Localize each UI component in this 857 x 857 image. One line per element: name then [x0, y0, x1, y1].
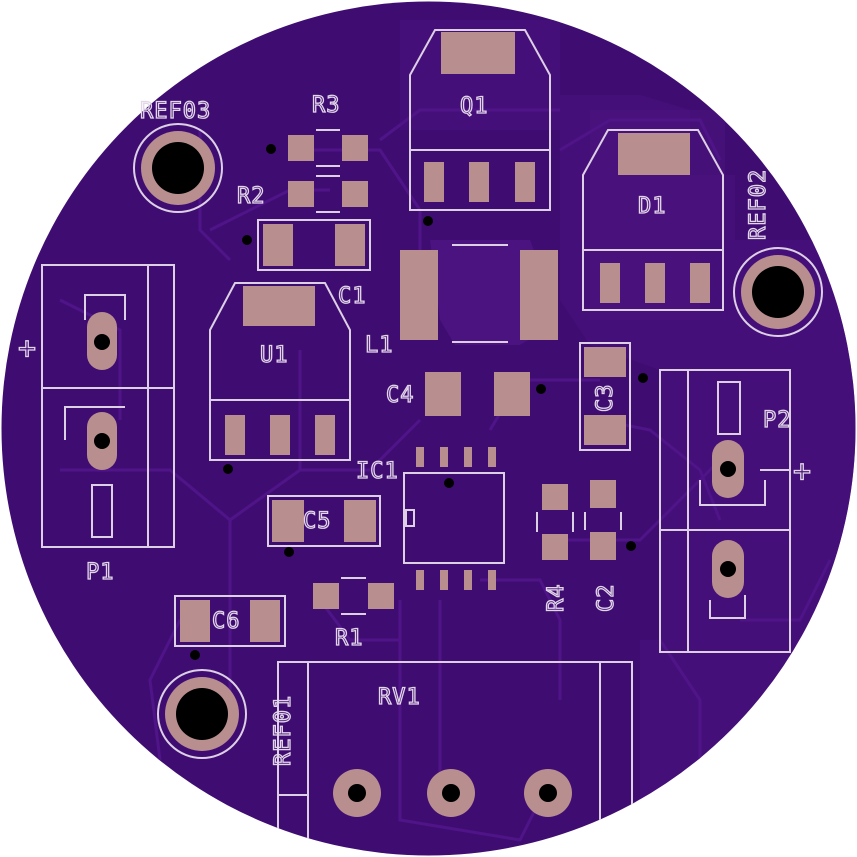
label-l1: L1 — [365, 333, 394, 358]
resistor-r3 — [266, 129, 368, 167]
label-u1: U1 — [260, 343, 289, 368]
label-c5: C5 — [303, 509, 332, 534]
label-c3: C3 — [593, 384, 618, 413]
mounting-hole-ref03 — [133, 123, 223, 213]
resistor-r1 — [313, 577, 394, 615]
connector-p2 — [659, 369, 791, 653]
label-ref01: REF01 — [271, 695, 296, 766]
capacitor-c5 — [267, 495, 381, 557]
potentiometer-rv1 — [277, 661, 633, 856]
label-plus-left: + — [18, 331, 37, 366]
label-r2: R2 — [237, 184, 266, 209]
label-ref02: REF02 — [746, 169, 771, 240]
label-ref03: REF03 — [140, 99, 211, 124]
resistor-r4 — [536, 484, 574, 560]
label-c4: C4 — [386, 383, 415, 408]
label-rv1: RV1 — [378, 685, 421, 710]
mounting-hole-ref01 — [157, 669, 247, 759]
label-p1: P1 — [86, 560, 115, 585]
label-r4: R4 — [544, 584, 569, 613]
ic-ic1 — [403, 447, 505, 590]
label-ic1: IC1 — [356, 459, 399, 484]
regulator-u1 — [209, 282, 351, 474]
label-c1: C1 — [338, 284, 367, 309]
capacitor-c4 — [425, 372, 546, 416]
label-plus-right: + — [793, 454, 812, 489]
label-d1: D1 — [638, 194, 667, 219]
resistor-r2 — [288, 175, 368, 213]
silkscreen-labels: REF03 R3 Q1 R2 D1 REF02 C1 L1 U1 C4 C3 P… — [17, 92, 812, 766]
capacitor-c3 — [579, 342, 648, 451]
inductor-l1 — [400, 244, 558, 343]
capacitor-c6 — [174, 595, 286, 660]
mounting-hole-ref02 — [733, 247, 823, 337]
label-c2: C2 — [594, 584, 619, 613]
diode-d1 — [582, 129, 724, 311]
connector-p1 — [41, 264, 175, 548]
capacitor-c1 — [242, 219, 371, 271]
label-r3: R3 — [312, 93, 341, 118]
label-r1: R1 — [335, 626, 364, 651]
label-p2: P2 — [763, 408, 792, 433]
transistor-q1 — [409, 29, 551, 226]
label-c6: C6 — [212, 609, 241, 634]
label-q1: Q1 — [460, 94, 489, 119]
capacitor-c2 — [584, 480, 636, 560]
